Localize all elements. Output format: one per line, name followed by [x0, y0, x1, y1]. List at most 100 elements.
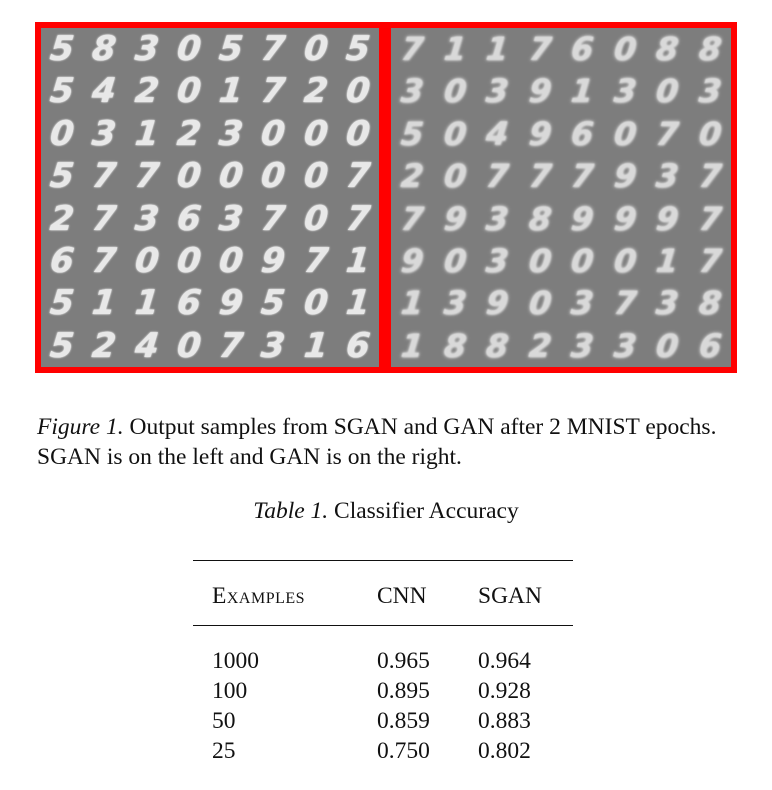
- gan-sample-digit: 7: [484, 157, 511, 196]
- gan-sample-digit: 1: [441, 30, 468, 69]
- sgan-sample-digit: 5: [259, 283, 288, 324]
- sgan-sample-digit: 3: [259, 325, 288, 366]
- gan-sample-digit: 9: [611, 199, 638, 238]
- gan-sample-digit: 3: [654, 157, 681, 196]
- sgan-sample-digit: 1: [90, 283, 119, 324]
- table-header-sgan: SGAN: [478, 583, 542, 609]
- sgan-sample-digit: 1: [343, 241, 372, 282]
- sgan-sample-digit: 2: [301, 71, 330, 112]
- gan-sample-digit: 3: [441, 284, 468, 323]
- table-header-cnn: CNN: [377, 583, 427, 609]
- sgan-sample-digit: 0: [174, 325, 203, 366]
- sgan-sample-digit: 6: [174, 283, 203, 324]
- sgan-sample-digit: 2: [90, 325, 119, 366]
- sgan-sample-digit: 2: [48, 198, 77, 239]
- gan-sample-digit: 3: [611, 72, 638, 111]
- figure-caption-text: Output samples from SGAN and GAN after 2…: [37, 414, 717, 470]
- gan-sample-digit: 0: [526, 242, 553, 281]
- table-cell-examples: 50: [212, 708, 236, 734]
- gan-sample-digit: 1: [484, 30, 511, 69]
- sgan-sample-digit: 6: [48, 241, 77, 282]
- gan-sample-digit: 0: [441, 157, 468, 196]
- table-caption-text: Classifier Accuracy: [328, 498, 519, 524]
- sgan-sample-digit: 5: [48, 71, 77, 112]
- gan-sample-digit: 1: [569, 72, 596, 111]
- gan-sample-digit: 8: [484, 326, 511, 365]
- table-cell-sgan: 0.802: [478, 738, 531, 764]
- sgan-sample-digit: 7: [132, 156, 161, 197]
- gan-sample-digit: 9: [611, 157, 638, 196]
- table-cell-cnn: 0.859: [377, 708, 430, 734]
- gan-sample-digit: 8: [526, 199, 553, 238]
- sgan-sample-digit: 0: [259, 156, 288, 197]
- gan-sample-digit: 2: [526, 326, 553, 365]
- gan-sample-digit: 0: [611, 30, 638, 69]
- gan-sample-digit: 3: [696, 72, 723, 111]
- gan-sample-digit: 0: [654, 72, 681, 111]
- sgan-sample-digit: 0: [48, 113, 77, 154]
- gan-sample-digit: 7: [399, 199, 426, 238]
- sgan-sample-digit: 3: [217, 113, 246, 154]
- gan-sample-digit: 0: [526, 284, 553, 323]
- gan-sample-digit: 7: [696, 199, 723, 238]
- gan-sample-digit: 3: [654, 284, 681, 323]
- gan-sample-digit: 9: [569, 199, 596, 238]
- gan-sample-digit: 1: [399, 326, 426, 365]
- sgan-sample-digit: 3: [132, 29, 161, 70]
- figure-caption: Figure 1. Output samples from SGAN and G…: [37, 412, 737, 472]
- gan-sample-digit: 3: [484, 72, 511, 111]
- table-header-examples: Examples: [212, 583, 306, 609]
- sgan-sample-digit: 0: [343, 113, 372, 154]
- sgan-sample-digit: 5: [48, 283, 77, 324]
- sgan-sample-digit: 5: [48, 156, 77, 197]
- gan-sample-digit: 7: [399, 30, 426, 69]
- sgan-sample-digit: 5: [48, 29, 77, 70]
- table-cell-cnn: 0.965: [377, 648, 430, 674]
- table-caption: Table 1. Classifier Accuracy: [0, 498, 772, 525]
- gan-sample-digit: 3: [569, 326, 596, 365]
- gan-sample-digit: 0: [654, 326, 681, 365]
- sgan-sample-digit: 1: [217, 71, 246, 112]
- sgan-sample-digit: 0: [217, 241, 246, 282]
- sgan-sample-digit: 7: [259, 71, 288, 112]
- sgan-sample-digit: 1: [301, 325, 330, 366]
- sgan-sample-digit: 3: [217, 198, 246, 239]
- gan-sample-digit: 0: [611, 242, 638, 281]
- gan-sample-digit: 9: [484, 284, 511, 323]
- table-cell-examples: 25: [212, 738, 236, 764]
- table-cell-sgan: 0.883: [478, 708, 531, 734]
- gan-sample-digit: 0: [611, 114, 638, 153]
- gan-sample-digit: 9: [654, 199, 681, 238]
- table-cell-sgan: 0.928: [478, 678, 531, 704]
- sgan-sample-digit: 5: [343, 29, 372, 70]
- sgan-sample-digit: 0: [301, 113, 330, 154]
- table-top-rule: [193, 560, 573, 561]
- sgan-sample-digit: 2: [174, 113, 203, 154]
- sgan-sample-digit: 7: [343, 156, 372, 197]
- gan-sample-digit: 8: [441, 326, 468, 365]
- gan-sample-digit: 5: [399, 114, 426, 153]
- gan-sample-digit: 7: [654, 114, 681, 153]
- sgan-sample-digit: 1: [132, 113, 161, 154]
- gan-sample-digit: 6: [696, 326, 723, 365]
- sgan-sample-digit: 0: [259, 113, 288, 154]
- gan-sample-digit: 1: [399, 284, 426, 323]
- gan-sample-digit: 9: [526, 114, 553, 153]
- gan-sample-digit: 4: [484, 114, 511, 153]
- table-cell-sgan: 0.964: [478, 648, 531, 674]
- gan-sample-digit: 0: [696, 114, 723, 153]
- gan-sample-digit: 3: [484, 242, 511, 281]
- gan-sample-digit: 7: [526, 30, 553, 69]
- sgan-sample-digit: 7: [217, 325, 246, 366]
- gan-sample-digit: 3: [569, 284, 596, 323]
- table-cell-cnn: 0.895: [377, 678, 430, 704]
- sgan-sample-digit: 7: [301, 241, 330, 282]
- sgan-sample-digit: 7: [90, 156, 119, 197]
- sgan-sample-digit: 0: [174, 156, 203, 197]
- gan-sample-digit: 0: [441, 242, 468, 281]
- sgan-sample-digit: 7: [259, 198, 288, 239]
- sgan-sample-digit: 3: [132, 198, 161, 239]
- gan-sample-digit: 3: [611, 326, 638, 365]
